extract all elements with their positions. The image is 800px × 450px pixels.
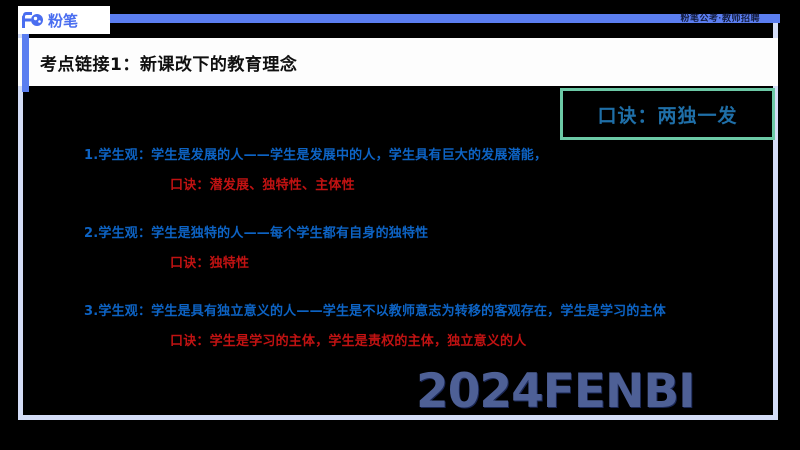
top-note-text: 粉笔公考·教师招聘 bbox=[680, 13, 760, 23]
content-block: 2.学生观：学生是独特的人——每个学生都有自身的独特性 口诀：独特性 bbox=[84, 224, 744, 274]
content-main-line: 2.学生观：学生是独特的人——每个学生都有自身的独特性 bbox=[84, 226, 429, 241]
content-main-line: 3.学生观：学生是具有独立意义的人——学生是不以教师意志为转移的客观存在，学生是… bbox=[84, 304, 666, 319]
mnemonic-label: 口诀：两独一发 bbox=[597, 104, 738, 127]
mnemonic-box: 口诀：两独一发 bbox=[560, 88, 775, 140]
page-title: 考点链接1：新课改下的教育理念 bbox=[40, 55, 298, 75]
top-accent-bar bbox=[108, 14, 780, 23]
title-accent-bar bbox=[22, 32, 29, 92]
content-sub-line: 口诀：潜发展、独特性、主体性 bbox=[170, 178, 355, 193]
content-sub-line: 口诀：独特性 bbox=[170, 256, 250, 271]
content-area: 1.学生观：学生是发展的人——学生是发展中的人，学生具有巨大的发展潜能， 口诀：… bbox=[84, 146, 744, 380]
content-block: 3.学生观：学生是具有独立意义的人——学生是不以教师意志为转移的客观存在，学生是… bbox=[84, 302, 744, 352]
fb-logo-icon bbox=[22, 12, 43, 28]
content-main-line: 1.学生观：学生是发展的人——学生是发展中的人，学生具有巨大的发展潜能， bbox=[84, 148, 548, 163]
content-block: 1.学生观：学生是发展的人——学生是发展中的人，学生具有巨大的发展潜能， 口诀：… bbox=[84, 146, 744, 196]
content-sub-line: 口诀：学生是学习的主体，学生是责权的主体，独立意义的人 bbox=[170, 334, 527, 349]
brand-logo-text: 粉笔 bbox=[48, 11, 79, 30]
header-band bbox=[18, 38, 778, 86]
brand-logo: 粉笔 bbox=[18, 6, 110, 34]
watermark: 2024FENBI bbox=[416, 364, 696, 419]
